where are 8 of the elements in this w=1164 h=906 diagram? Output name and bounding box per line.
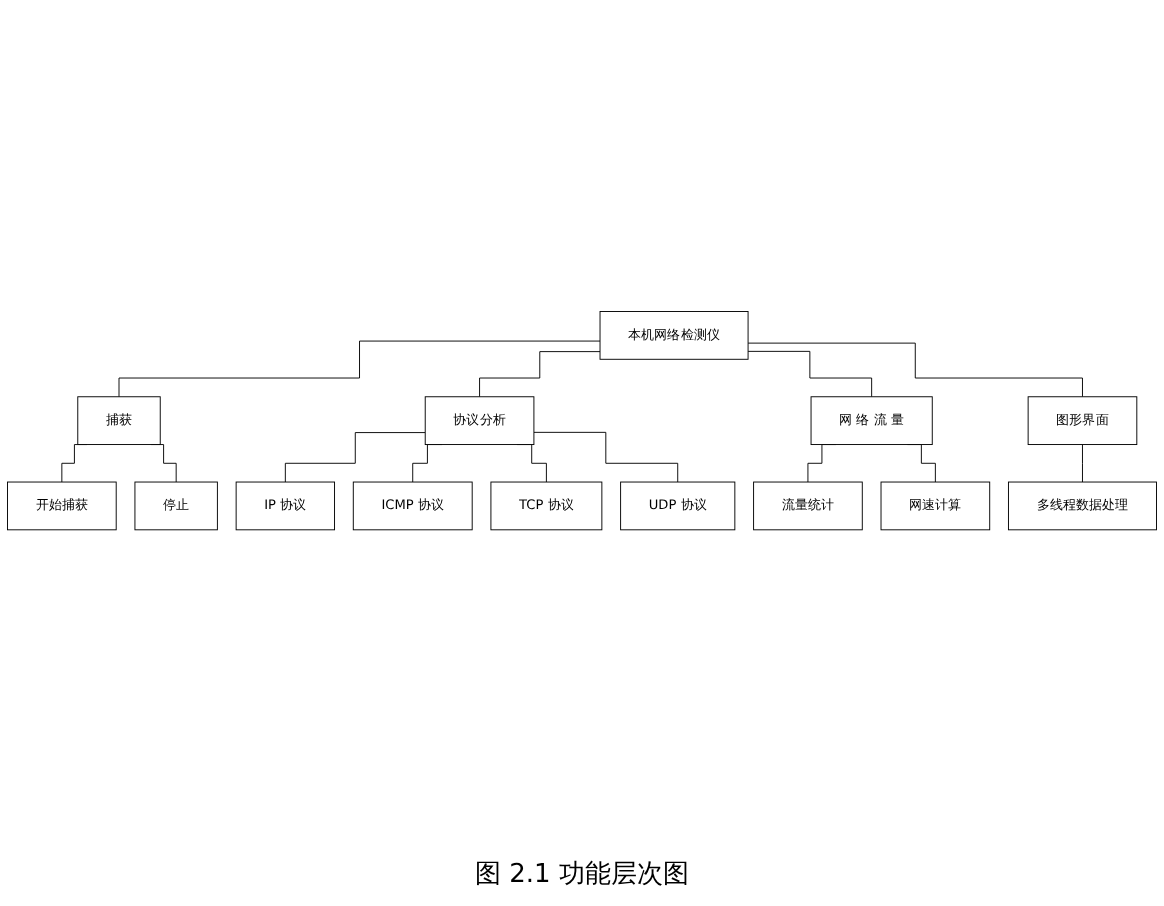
connector [284,431,426,482]
connector [479,350,601,397]
connector [118,339,601,397]
connector [533,431,679,482]
connector [747,342,1083,397]
connector [747,350,873,397]
figure-caption: 图 2.1 功能层次图 [475,860,689,890]
connector [1082,443,1083,482]
